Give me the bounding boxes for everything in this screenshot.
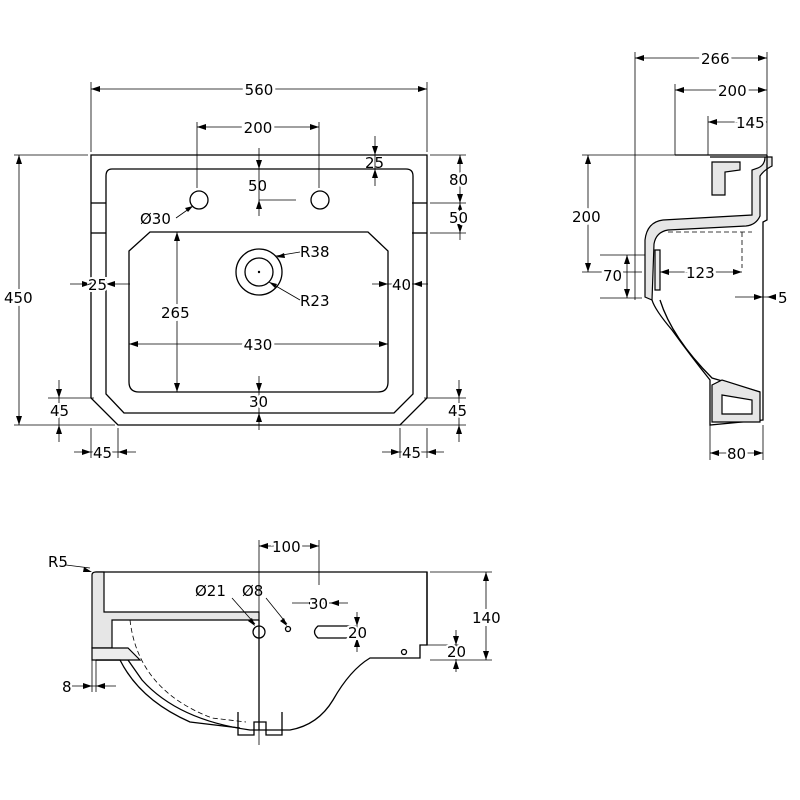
dim-top-25: 25 (365, 154, 384, 172)
overflow-slot (313, 625, 356, 639)
dim-side-266: 266 (701, 50, 730, 68)
hole-8 (284, 625, 292, 633)
dim-side-200: 200 (718, 82, 747, 100)
basin-outline (90, 154, 428, 426)
dim-side-height-200: 200 (572, 208, 601, 226)
front-view: R5 100 30 Ø21 Ø8 20 140 20 (48, 536, 504, 745)
dim-side-70: 70 (603, 267, 622, 285)
dim-chamfer-right-h: 45 (402, 444, 421, 462)
top-view: 560 200 25 50 Ø30 80 50 R38 (1, 78, 471, 464)
waste-stub (237, 712, 283, 736)
dim-right-50: 50 (449, 209, 468, 227)
dim-side-5: 5 (778, 289, 788, 307)
dim-side-80: 80 (727, 445, 746, 463)
dim-waste-outer: R38 (300, 243, 330, 261)
dim-hole-8: Ø8 (242, 582, 263, 600)
tap-hole-right (310, 190, 330, 210)
dim-right-80: 80 (449, 171, 468, 189)
dim-front-100: 100 (272, 538, 301, 556)
tap-hole-left (189, 190, 209, 210)
dim-right-rim: 40 (392, 276, 411, 294)
dim-front-8: 8 (62, 678, 72, 696)
dim-chamfer-left-h: 45 (93, 444, 112, 462)
dim-front-20-slot: 20 (348, 624, 367, 642)
waste-outer (235, 248, 283, 296)
front-rim (95, 571, 428, 731)
dim-tap-spacing: 200 (244, 119, 273, 137)
dim-tap-hole: Ø30 (140, 210, 171, 228)
side-view: 266 200 145 200 70 123 5 (569, 47, 788, 466)
dim-side-145: 145 (736, 114, 765, 132)
bowl-outline (128, 231, 389, 393)
dim-chamfer-right-v: 45 (448, 402, 467, 420)
dim-front-20-foot: 20 (447, 643, 466, 661)
dim-chamfer-left-v: 45 (50, 402, 69, 420)
hole-21 (252, 625, 266, 639)
foot-section (711, 379, 761, 423)
dim-side-123: 123 (686, 264, 715, 282)
rim-inner (105, 168, 414, 414)
dim-side-rim: 25 (88, 276, 107, 294)
dim-depth-450: 450 (4, 289, 33, 307)
dim-front-30: 30 (309, 595, 328, 613)
dim-tap-offset: 50 (248, 177, 267, 195)
bowl-outer-wall (651, 155, 768, 426)
front-left-section (91, 571, 260, 649)
bowl-inner-curve (659, 299, 761, 393)
dim-front-rim: 30 (249, 393, 268, 411)
dim-waste-inner: R23 (300, 292, 330, 310)
dim-bowl-depth: 265 (161, 304, 190, 322)
dim-front-140: 140 (472, 609, 501, 627)
waste-inner (244, 257, 274, 287)
dim-hole-21: Ø21 (195, 582, 226, 600)
dim-560: 560 (245, 81, 274, 99)
rim-section (644, 156, 773, 301)
dim-r5: R5 (48, 553, 68, 571)
dim-bowl-width: 430 (244, 336, 273, 354)
